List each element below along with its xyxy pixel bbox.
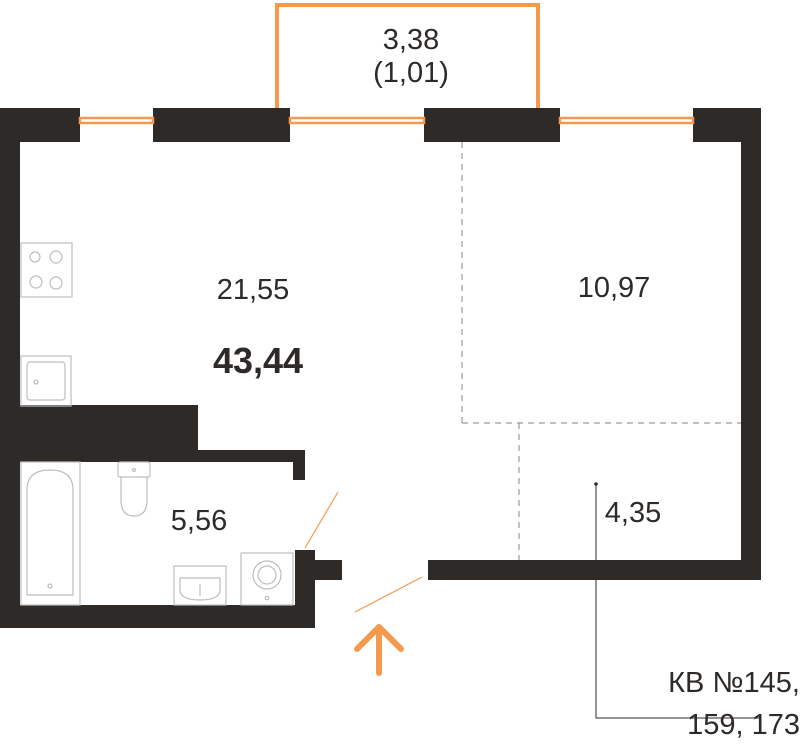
balcony-area-reduced: (1,01) (373, 57, 449, 89)
wall-bottom-bath (0, 605, 315, 628)
wall-left (0, 108, 20, 628)
bathtub-icon (20, 461, 81, 606)
window-3 (558, 116, 695, 125)
kitchen-living-area: 21,55 (217, 274, 290, 306)
total-area: 43,44 (213, 340, 303, 381)
wall-partition (20, 450, 305, 462)
entrance-door-swing (354, 576, 423, 613)
window-2 (288, 116, 426, 125)
wall-bath-stub (295, 560, 342, 580)
apartment-pointer-dot (594, 482, 598, 486)
balcony (275, 3, 540, 108)
apartment-numbers-line1: КВ №145, (668, 667, 800, 699)
bathroom-door-swing (304, 491, 339, 549)
door-swings (304, 491, 423, 613)
kitchen-counter (20, 405, 198, 450)
apartment-numbers-line2: 159, 173 (687, 709, 800, 741)
stove-icon (20, 242, 73, 298)
washing-machine-icon (240, 552, 294, 606)
walls (0, 108, 761, 628)
wall-partition-stub (293, 450, 305, 480)
entrance-arrow-icon (354, 624, 404, 676)
wall-top-mid-1 (153, 108, 290, 142)
apartment-pointer (595, 484, 760, 719)
wall-top-mid-2 (424, 108, 560, 142)
wall-bottom-right (428, 560, 761, 580)
washbasin-icon (173, 565, 227, 606)
wall-right (741, 108, 761, 580)
bathroom-area: 5,56 (171, 505, 227, 537)
balcony-area: 3,38 (383, 24, 439, 56)
kitchen-sink-icon (20, 355, 72, 407)
window-1 (78, 116, 155, 125)
toilet-icon (117, 461, 151, 517)
bedroom-area: 10,97 (578, 272, 651, 304)
zone-lines (461, 142, 741, 560)
windows (78, 116, 695, 125)
hallway-area: 4,35 (605, 497, 661, 529)
